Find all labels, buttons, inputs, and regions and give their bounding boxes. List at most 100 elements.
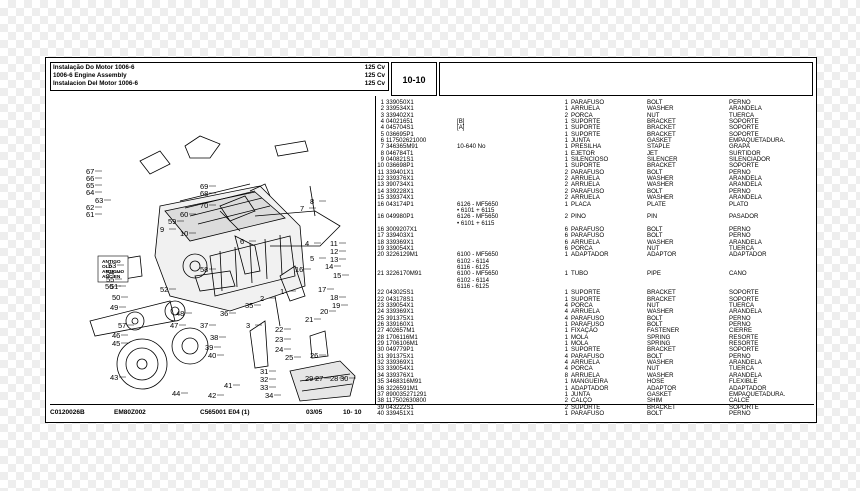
quantity: 6 [564, 244, 568, 252]
item-number: 20 [377, 251, 384, 259]
part-number: 339451X1 [386, 409, 414, 417]
description-en: BRACKET [647, 118, 676, 126]
part-number: 3226591M1 [386, 384, 419, 392]
description-es: TUERCA [729, 365, 755, 373]
callout-number: 4 [305, 239, 309, 248]
description-es: PLATO [729, 200, 749, 208]
title-text: Instalação Do Motor 1006-6 [53, 64, 135, 71]
column-divider [375, 96, 376, 404]
quantity: 1 [564, 270, 568, 278]
callout-number: 27 [315, 374, 323, 383]
remark: 6126 - MF5650 [457, 213, 499, 221]
item-number: 22 [377, 295, 384, 303]
item-number: 16 [377, 213, 384, 221]
item-number: 4 [380, 124, 384, 132]
callout-number: 58 [200, 265, 208, 274]
description-en: BOLT [647, 352, 663, 360]
callout-number: 63 [95, 196, 103, 205]
description-en: NUT [647, 302, 660, 310]
page-footer: C0120026B EM80Z002 C565001 E04 (1) 03/05… [50, 407, 814, 419]
quantity: 1 [564, 251, 568, 259]
description-en: BOLT [647, 321, 663, 329]
quantity: 2 [564, 213, 568, 221]
quantity: 6 [564, 232, 568, 240]
callout-number: 6 [240, 237, 244, 246]
callout-number: 25 [285, 353, 293, 362]
item-number: 38 [377, 397, 384, 405]
quantity: 4 [564, 308, 568, 316]
description-pt: ADAPTADOR [571, 251, 609, 259]
callout-number: 26 [310, 351, 318, 360]
description-en: HOSE [647, 378, 665, 386]
description-en: NUT [647, 244, 660, 252]
description-en: ADAPTOR [647, 384, 677, 392]
callout-number: 55 [106, 275, 114, 284]
description-es: ARANDELA [729, 371, 762, 379]
callout-number: 3 [246, 321, 250, 330]
description-es: CIERRE [729, 327, 753, 335]
quantity: 1 [564, 340, 568, 348]
quantity: 1 [564, 156, 568, 164]
description-pt: SUPORTE [571, 295, 601, 303]
description-pt: ARRUELA [571, 194, 600, 202]
quantity: 1 [564, 289, 568, 297]
description-en: BOLT [647, 187, 663, 195]
quantity: 2 [564, 175, 568, 183]
description-pt: SUPORTE [571, 130, 601, 138]
callout-number: 56 [105, 282, 113, 291]
callout-number: 16 [295, 265, 303, 274]
inset-label-line: ANTIGO [102, 259, 121, 265]
callout-number: 52 [160, 285, 168, 294]
part-number: 339054X1 [386, 365, 414, 373]
description-pt: PARAFUSO [571, 225, 605, 233]
description-pt: TUBO [571, 270, 588, 278]
callout-number: 67 [86, 167, 94, 176]
description-es: SILENCIADOR [729, 156, 771, 164]
description-es: SOPORTE [729, 289, 759, 297]
description-pt: PLACA [571, 200, 591, 208]
callout-number: 62 [86, 203, 94, 212]
description-pt: ARRUELA [571, 181, 600, 189]
callout-number: 40 [208, 351, 216, 360]
callout-number: 47 [170, 321, 178, 330]
callout-number: 35 [245, 301, 253, 310]
remark: 6102 - 6114 [457, 257, 490, 265]
description-pt: PRESILHA [571, 143, 602, 151]
callout-number: 53 [108, 261, 116, 270]
callout-number: 44 [172, 389, 180, 398]
callout-number: 64 [86, 188, 94, 197]
callout-number: 42 [208, 391, 216, 400]
description-es: PERNO [729, 187, 751, 195]
document-code: C0120026B [50, 409, 85, 416]
callout-number: 29 [305, 374, 313, 383]
item-number: 33 [377, 365, 384, 373]
callout-number: 23 [275, 335, 283, 344]
quantity: 1 [564, 346, 568, 354]
part-number: 402657M1 [386, 327, 415, 335]
part-number: 049980P1 [386, 213, 414, 221]
description-pt: CALÇO [571, 397, 592, 405]
part-number: 339160X1 [386, 321, 414, 329]
description-en: ADAPTOR [647, 251, 677, 259]
power-rating: 125 Cv [364, 72, 385, 79]
part-number: 117502621000 [386, 137, 427, 145]
part-number: 1706116M1 [386, 333, 418, 341]
item-number: 27 [377, 327, 384, 335]
description-es: PERNO [729, 321, 751, 329]
part-number: 049779P1 [386, 346, 414, 354]
description-es: SOPORTE [729, 130, 759, 138]
inset-label-line: ANTIGUO [102, 269, 124, 275]
description-pt: ARRUELA [571, 308, 600, 316]
